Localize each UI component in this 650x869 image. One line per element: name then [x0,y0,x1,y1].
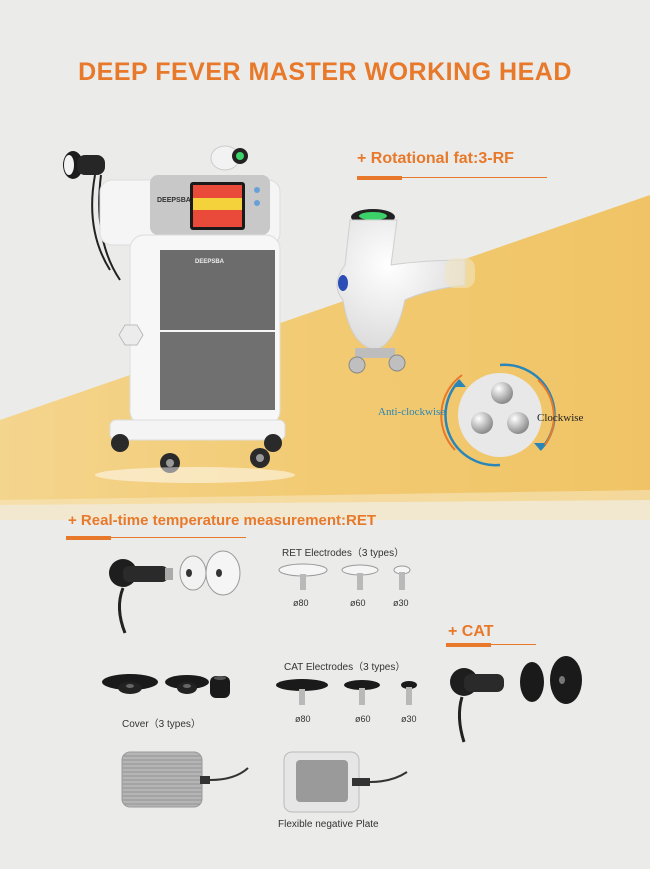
ret-electrodes [278,563,411,590]
ret-size-30: ø30 [393,598,409,608]
ret-underline [66,537,246,538]
cat-underline [446,644,536,645]
cat-underline-bar [446,643,491,647]
page-title: DEEP FEVER MASTER WORKING HEAD [78,58,572,86]
cat-heading: + CAT [448,623,494,640]
machine-illustration: DEEPSBA DEEPSBA [63,145,295,483]
plate-label: Flexible negative Plate [278,819,379,830]
rotational-heading: + Rotational fat:3-RF [357,150,514,167]
ret-electrodes-label: RET Electrodes（3 types） [282,548,405,559]
anticlockwise-label: Anti-clockwise [378,406,446,418]
cat-size-60: ø60 [355,714,371,724]
rotational-underline-bar [357,176,402,180]
ret-size-60: ø60 [350,598,366,608]
body-brand: DEEPSBA [195,259,225,265]
rotation-diagram [440,363,556,467]
covers-illustration [102,674,230,698]
rotational-underline [357,177,547,178]
ret-underline-bar [66,536,111,540]
cat-handpiece [450,656,582,743]
negative-plate-flexible [283,751,408,813]
clockwise-label: Clockwise [537,412,584,424]
ret-size-80: ø80 [293,598,309,608]
ret-heading: + Real-time temperature measurement:RET [68,512,377,529]
negative-plate-fabric [121,751,249,808]
cat-electrodes [276,679,417,705]
ret-handpiece [109,550,241,634]
rotational-handpiece [336,209,475,374]
screen-brand: DEEPSBA [157,197,191,204]
cover-label: Cover（3 types） [122,719,201,730]
cat-size-80: ø80 [295,714,311,724]
cat-electrodes-label: CAT Electrodes（3 types） [284,662,406,673]
cat-size-30: ø30 [401,714,417,724]
